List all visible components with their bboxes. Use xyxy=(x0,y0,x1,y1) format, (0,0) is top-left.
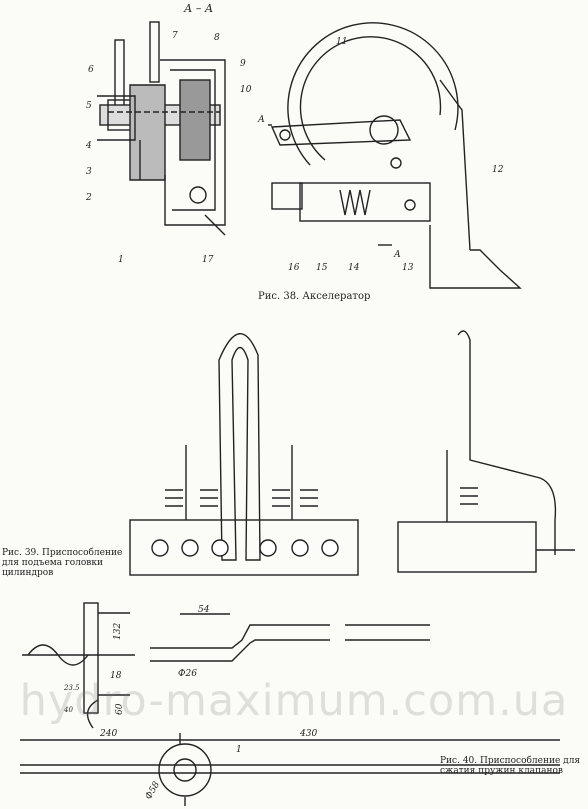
callout-2: 2 xyxy=(85,193,92,203)
fig40-caption: Рис. 40. Приспособление для сжатия пружи… xyxy=(440,756,581,776)
fig38-section-label: А – А xyxy=(183,2,213,15)
watermark: hydro-maximum.com.ua xyxy=(19,676,569,726)
dim-23-5: 23.5 xyxy=(63,684,80,692)
callout-13: 13 xyxy=(402,263,414,273)
dim-18: 18 xyxy=(110,671,122,681)
callout-3: 3 xyxy=(86,167,92,177)
callout-17: 17 xyxy=(202,255,214,265)
fig39-front-view xyxy=(129,333,359,576)
dim-60: 60 xyxy=(115,703,125,715)
fig38-accelerator-drawing xyxy=(268,22,522,289)
dim-132: 132 xyxy=(113,623,123,640)
fig40-plan-view xyxy=(22,602,430,729)
callout-11: 11 xyxy=(336,37,347,47)
dim-54: 54 xyxy=(198,605,210,615)
callout-16: 16 xyxy=(288,263,300,273)
callout-5: 5 xyxy=(86,101,92,111)
callout-10: 10 xyxy=(240,85,252,95)
dim-1: 1 xyxy=(236,745,242,755)
callout-8: 8 xyxy=(214,33,220,43)
callout-7: 7 xyxy=(172,31,178,41)
callout-14: 14 xyxy=(348,263,360,273)
dim-d26: Ф26 xyxy=(178,669,197,679)
dim-430: 430 xyxy=(299,729,317,739)
section-mark-a-top: А xyxy=(257,115,265,125)
fig39-side-view xyxy=(397,330,575,573)
fig38-caption: Рис. 38. Акселератор xyxy=(258,291,371,302)
callout-12: 12 xyxy=(492,165,504,175)
fig39-caption: Рис. 39. Приспособление для подъема голо… xyxy=(2,548,123,578)
callout-15: 15 xyxy=(316,263,328,273)
callout-9: 9 xyxy=(240,59,246,69)
callout-4: 4 xyxy=(85,141,92,151)
callout-6: 6 xyxy=(88,65,94,75)
dim-240: 240 xyxy=(99,729,117,739)
fig38-section-drawing xyxy=(97,21,226,236)
dim-40: 40 xyxy=(63,706,73,714)
section-mark-a-bottom: А xyxy=(393,250,401,260)
dim-d58: Ф58 xyxy=(144,780,162,802)
callout-1: 1 xyxy=(118,255,124,265)
fig40-side-view xyxy=(20,733,560,806)
